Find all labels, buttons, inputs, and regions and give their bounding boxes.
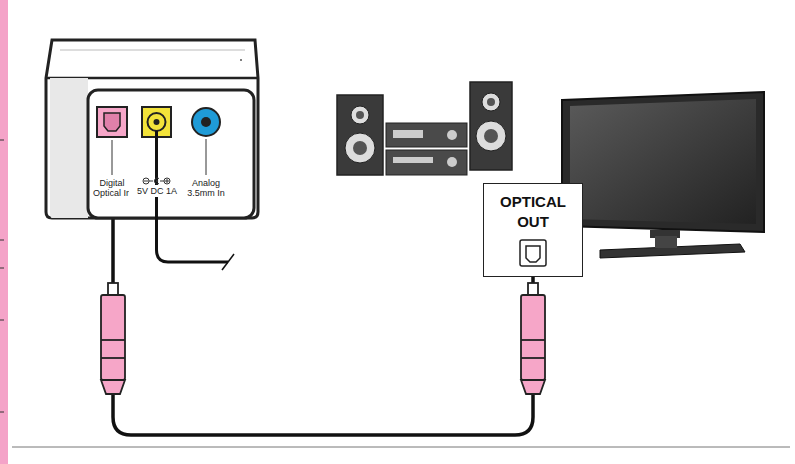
port-label: 5V DC 1A [129, 185, 185, 197]
stereo-system [337, 82, 512, 175]
optical-in-port [97, 107, 127, 137]
bottom-rule [12, 447, 790, 448]
port-label: Analog 3.5mm In [182, 178, 230, 198]
side-strip [0, 0, 8, 464]
port-heading: OPTICAL OUT [490, 192, 576, 232]
strip-ticks [0, 140, 4, 412]
optical-plug-right [521, 283, 545, 394]
receiver-device: Digital Optical In5V DC 1AAnalog 3.5mm I… [45, 40, 259, 218]
analog-port [192, 108, 220, 136]
optical-cable [113, 218, 533, 435]
optical-port-icon [518, 238, 548, 268]
cut-mark [222, 254, 234, 270]
television [562, 92, 764, 258]
polarity-symbol [143, 178, 170, 184]
optical-out-box: OPTICAL OUT [483, 183, 583, 277]
optical-plug-left [101, 283, 125, 394]
receiver-device [46, 40, 258, 218]
label-ticks [112, 139, 206, 175]
